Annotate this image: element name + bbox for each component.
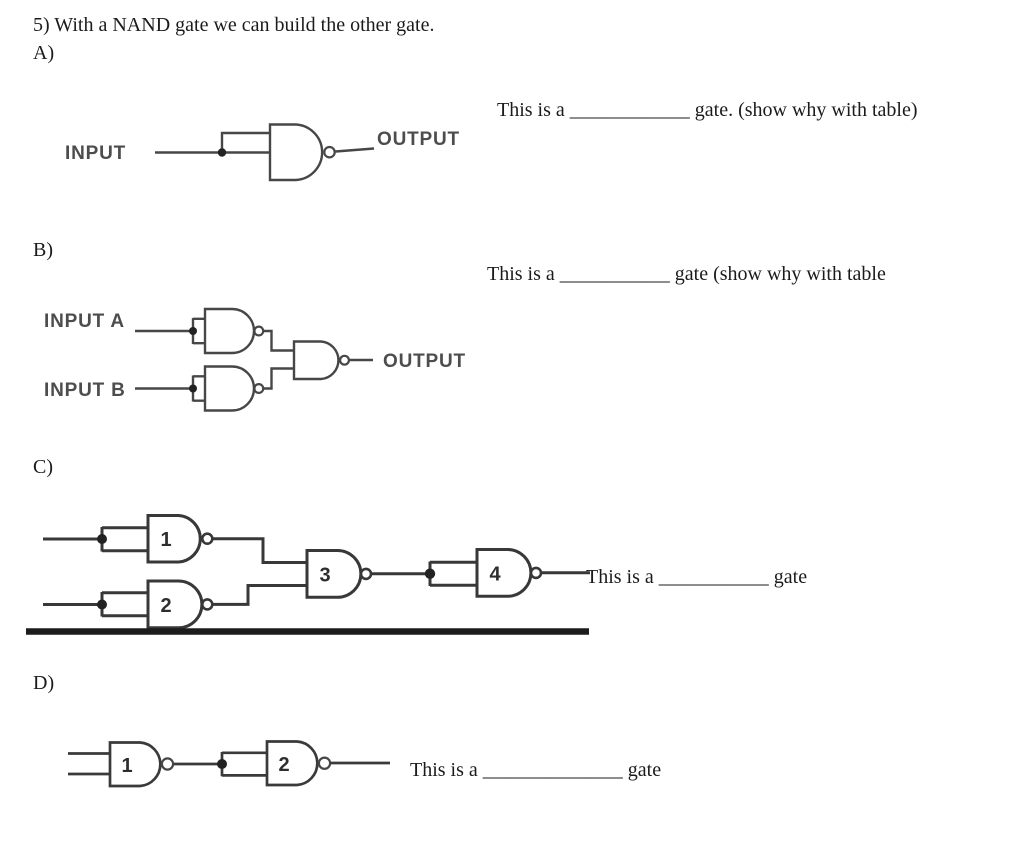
circuit-c-diagram: 1 2 3 4 bbox=[26, 514, 590, 635]
circuit-b-diagram: INPUT A INPUT B OUTPUT bbox=[44, 307, 466, 412]
section-a-question: This is a ____________ gate. (show why w… bbox=[497, 99, 918, 121]
junction-dot bbox=[189, 384, 197, 393]
section-b-label: B) bbox=[33, 239, 53, 261]
nand-gate-body bbox=[203, 307, 256, 355]
output-bubble bbox=[253, 383, 265, 395]
gate-number: 1 bbox=[121, 755, 132, 777]
output-bubble bbox=[323, 145, 336, 159]
tied-input-bracket bbox=[428, 560, 477, 587]
nand-gate-body bbox=[146, 514, 202, 564]
junction-dot bbox=[97, 599, 107, 610]
section-c-question: This is a ___________ gate bbox=[586, 566, 808, 588]
question-title: 5) With a NAND gate we can build the oth… bbox=[33, 14, 435, 36]
gate-number: 2 bbox=[160, 595, 171, 617]
section-c-label: C) bbox=[33, 456, 53, 478]
junction-dot bbox=[217, 148, 227, 157]
section-a-label: A) bbox=[33, 42, 55, 64]
route-wire-bottom bbox=[212, 584, 307, 606]
nand-gate-body bbox=[268, 123, 324, 182]
nand-gate-body bbox=[203, 365, 256, 412]
output-label: OUTPUT bbox=[383, 351, 466, 372]
input-a-label: INPUT A bbox=[44, 311, 125, 332]
section-d-label: D) bbox=[33, 672, 55, 694]
output-bubble bbox=[201, 532, 214, 546]
nand-gate-body bbox=[292, 340, 340, 381]
section-d-question: This is a ______________ gate bbox=[410, 759, 662, 781]
input-b-label: INPUT B bbox=[44, 380, 126, 401]
output-bubble bbox=[253, 325, 265, 337]
junction-dot bbox=[424, 568, 436, 579]
input-label: INPUT bbox=[65, 143, 126, 164]
output-wire bbox=[335, 147, 375, 153]
tied-input-bracket bbox=[100, 526, 148, 553]
output-bubble bbox=[339, 354, 351, 366]
gate-number: 4 bbox=[489, 564, 501, 586]
tied-input-bracket bbox=[100, 591, 148, 618]
nand-gate-body bbox=[265, 740, 319, 787]
nand-gate-body bbox=[475, 548, 533, 598]
tied-input-bracket bbox=[220, 131, 270, 153]
route-wire-top bbox=[212, 537, 307, 564]
nand-gate-body bbox=[146, 579, 204, 630]
gate-number: 3 bbox=[319, 565, 330, 587]
nand-gate-body bbox=[305, 549, 363, 599]
circuit-a-diagram: INPUT OUTPUT bbox=[65, 123, 460, 182]
gate-number: 1 bbox=[160, 529, 171, 551]
circuit-d-diagram: 1 2 bbox=[68, 740, 390, 788]
nand-gate-body bbox=[108, 741, 162, 788]
section-b-question: This is a ___________ gate (show why wit… bbox=[487, 263, 886, 285]
tied-input-bracket bbox=[220, 751, 267, 777]
output-bubble bbox=[359, 567, 373, 581]
route-wire-top bbox=[263, 329, 294, 352]
output-bubble bbox=[201, 598, 214, 611]
junction-dot bbox=[97, 534, 107, 544]
output-bubble bbox=[529, 566, 543, 580]
gate-number: 2 bbox=[278, 754, 289, 776]
output-bubble bbox=[160, 757, 175, 771]
output-bubble bbox=[317, 756, 332, 770]
route-wire-bottom bbox=[263, 367, 294, 390]
output-label: OUTPUT bbox=[377, 129, 460, 150]
junction-dot bbox=[189, 327, 197, 335]
junction-dot bbox=[217, 759, 227, 769]
